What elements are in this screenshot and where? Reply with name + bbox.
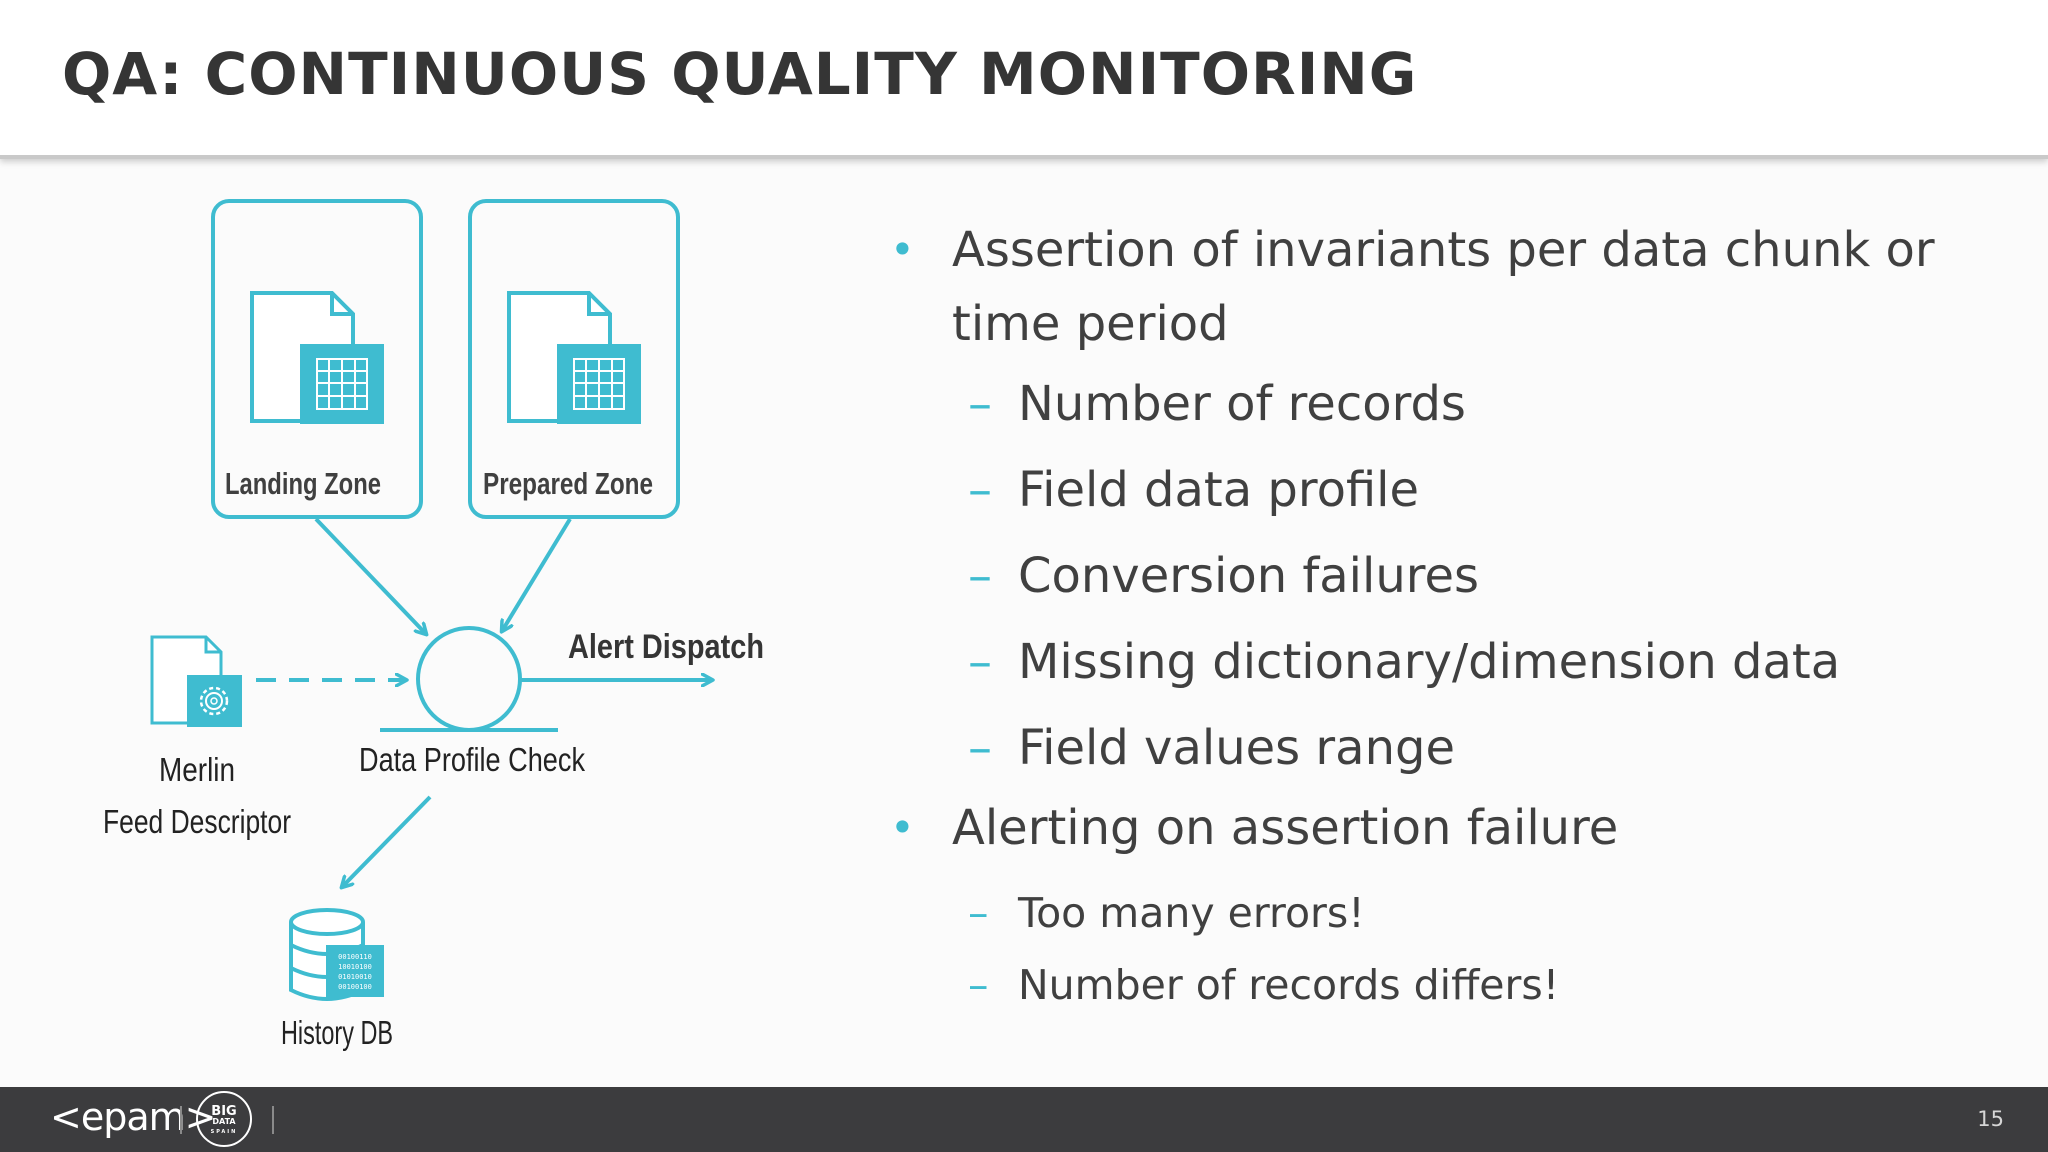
page-number: 15 [1977, 1107, 2004, 1131]
landing-zone-label: Landing Zone [225, 466, 381, 501]
bullet-dot: • [890, 225, 915, 274]
binary-line: 00100100 [338, 983, 372, 991]
binary-line: 00100110 [338, 953, 372, 961]
dash-marker: – [968, 462, 992, 518]
landing-to-check-arrow [314, 517, 426, 634]
sub-bullet-item: – Conversion failures [880, 533, 2000, 619]
sub-bullet-item: – Field values range [880, 705, 2000, 791]
sub-bullet-text: Missing dictionary/dimension data [1018, 634, 1841, 690]
binary-line: 01010010 [338, 973, 372, 981]
slide-header: QA: CONTINUOUS QUALITY MONITORING [0, 0, 2048, 159]
sub-bullet-item: – Too many errors! [880, 877, 2000, 949]
bullet-text-line: time period [952, 296, 1229, 352]
spreadsheet-file-icon [507, 291, 641, 424]
landing-zone-box: Landing Zone [211, 199, 423, 519]
dash-marker: – [968, 720, 992, 776]
bullet-dot: • [890, 803, 915, 852]
data-profile-check-label: Data Profile Check [359, 741, 585, 778]
sub-bullet-text: Too many errors! [1018, 889, 1365, 937]
sub-bullet-text: Conversion failures [1018, 548, 1479, 604]
history-db-label: History DB [281, 1014, 393, 1051]
bigdata-spain-logo: BIG DATA SPAIN [196, 1091, 252, 1147]
binary-line: 10010100 [338, 963, 372, 971]
sub-bullet-item: – Field data profile [880, 447, 2000, 533]
sub-bullet-item: – Missing dictionary/dimension data [880, 619, 2000, 705]
alert-dispatch-label: Alert Dispatch [568, 628, 764, 666]
prepared-zone-label: Prepared Zone [483, 466, 653, 501]
data-flow-diagram: Landing Zone Prepared Zone [103, 199, 764, 1051]
feed-descriptor-label: Feed Descriptor [103, 803, 291, 840]
prepared-to-check-arrow [502, 517, 572, 631]
dash-marker: – [968, 889, 989, 937]
prepared-zone-box: Prepared Zone [468, 199, 680, 519]
dash-marker: – [968, 634, 992, 690]
sub-bullet-item: – Number of records differs! [880, 949, 2000, 1021]
feed-descriptor-file-icon [150, 635, 242, 727]
bigdata-logo-line: DATA [212, 1117, 236, 1126]
sub-bullet-text: Number of records [1018, 376, 1466, 432]
slide-body: Landing Zone Prepared Zone [0, 159, 2048, 1087]
bullet-list: • Assertion of invariants per data chunk… [880, 213, 2000, 1021]
footer-divider [180, 1106, 182, 1134]
slide-footer: <epam> BIG DATA SPAIN 15 [0, 1087, 2048, 1152]
slide-title: QA: CONTINUOUS QUALITY MONITORING [62, 40, 1418, 108]
dash-marker: – [968, 961, 989, 1009]
bullet-text: Alerting on assertion failure [952, 800, 1619, 856]
epam-logo: <epam> [50, 1095, 216, 1139]
sub-bullet-text: Number of records differs! [1018, 961, 1560, 1009]
dash-marker: – [968, 548, 992, 604]
spreadsheet-file-icon [250, 291, 384, 424]
bullet-item: • Assertion of invariants per data chunk… [880, 213, 2000, 361]
bigdata-logo-line: SPAIN [210, 1129, 238, 1135]
bullet-text-line: Assertion of invariants per data chunk o… [952, 222, 1935, 278]
merlin-label: Merlin [159, 751, 235, 788]
footer-divider [272, 1106, 274, 1134]
sub-bullet-text: Field data profile [1018, 462, 1420, 518]
database-icon: 00100110 10010100 01010010 00100100 [289, 908, 384, 1001]
sub-bullet-item: – Number of records [880, 361, 2000, 447]
bullet-item: • Alerting on assertion failure [880, 791, 2000, 865]
sub-bullet-text: Field values range [1018, 720, 1455, 776]
gear-icon [199, 686, 229, 716]
bigdata-logo-line: BIG [211, 1104, 237, 1119]
check-to-history-arrow [342, 795, 432, 887]
dash-marker: – [968, 376, 992, 432]
